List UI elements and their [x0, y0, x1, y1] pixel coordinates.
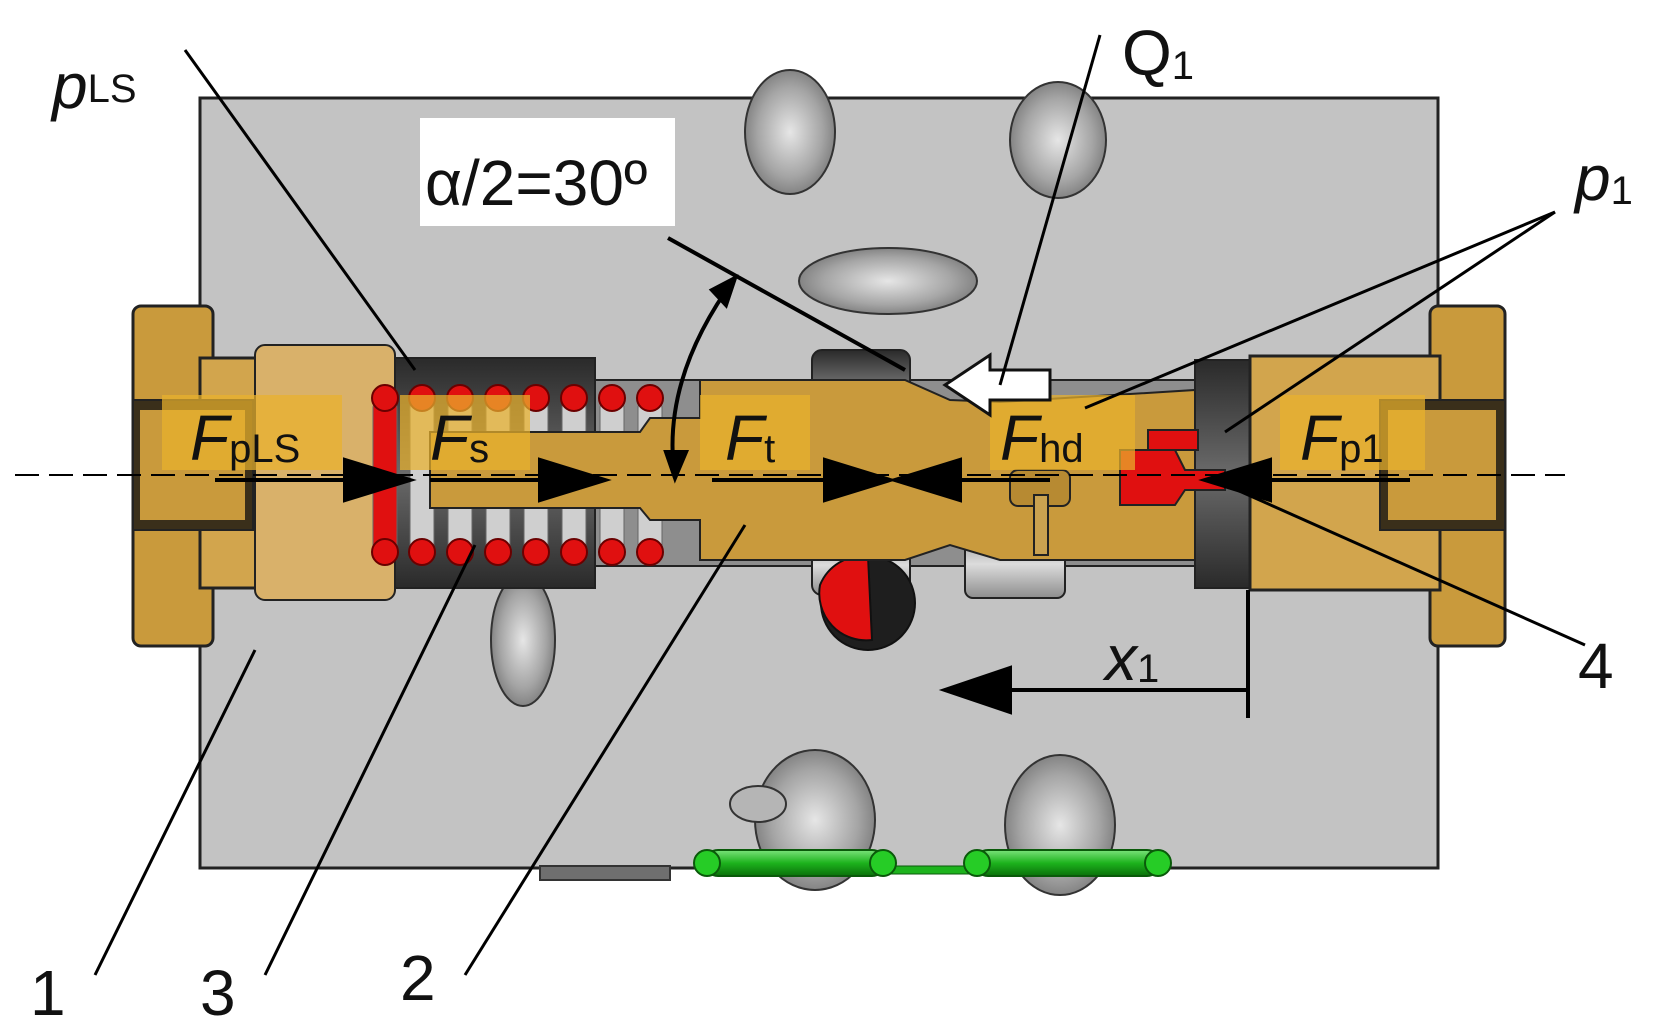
- label-angle: α/2=30º: [425, 147, 647, 219]
- arrowhead-f-t: [823, 457, 897, 503]
- leader-p1-a: [1084, 210, 1556, 410]
- spring-coil-end: [598, 538, 626, 566]
- spring-coil-end: [636, 538, 664, 566]
- flow-arrow-q1: [942, 352, 1052, 418]
- x1-dimension: [938, 590, 1250, 718]
- label-f-p1: Fp1: [1300, 402, 1384, 474]
- box-f-s: [400, 395, 530, 470]
- right-plug: [1248, 304, 1507, 648]
- spring-coil-end: [484, 538, 512, 566]
- leader-p-ls: [183, 49, 417, 371]
- angle-indicator: [663, 236, 906, 484]
- spring-coil-end: [522, 538, 550, 566]
- spool-pin: [1033, 494, 1049, 556]
- label-f-t: Ft: [725, 402, 775, 474]
- seal-left: [704, 849, 886, 877]
- drill-hole-nub: [729, 785, 787, 823]
- leader-q1: [998, 34, 1102, 386]
- label-p-ls: pLS: [50, 50, 137, 122]
- part-number-2: 2: [400, 942, 436, 1014]
- label-f-s: Fs: [430, 402, 489, 474]
- leader-4: [1209, 476, 1586, 647]
- box-f-pls: [162, 395, 342, 470]
- leader-1: [93, 649, 257, 976]
- label-f-pls: FpLS: [190, 402, 300, 474]
- spring-coil-end: [598, 384, 626, 412]
- bottom-bevel: [539, 865, 671, 881]
- box-f-p1: [1280, 395, 1425, 470]
- leader-3: [263, 544, 477, 976]
- seal-bridge: [884, 865, 976, 875]
- spring-coil-end: [446, 538, 474, 566]
- part-number-4: 4: [1578, 630, 1614, 702]
- drill-hole-lower-left: [490, 573, 556, 707]
- arrowhead-f-s: [538, 457, 612, 503]
- spring-coil-end: [371, 538, 399, 566]
- box-f-t: [700, 395, 810, 470]
- text-labels: pLS Q1 p1 α/2=30º FpLS Fs Ft Fhd Fp1 x1 …: [30, 17, 1633, 1029]
- spring-coil-end: [371, 384, 399, 412]
- seal-right: [974, 849, 1161, 877]
- seals: [693, 849, 1172, 877]
- check-ball: [818, 554, 916, 651]
- force-boxes: [162, 395, 1425, 470]
- label-f-hd: Fhd: [1000, 402, 1084, 474]
- box-f-hd: [990, 395, 1135, 470]
- arrowhead-f-hd: [888, 457, 962, 503]
- label-x1: x1: [1102, 622, 1159, 694]
- label-q1: Q1: [1122, 17, 1194, 89]
- spring-coil-end: [560, 384, 588, 412]
- part-number-1: 1: [30, 957, 66, 1029]
- part-number-3: 3: [200, 957, 236, 1029]
- drill-hole-oval: [798, 247, 978, 315]
- spring-coil-end: [560, 538, 588, 566]
- drill-hole-top-left: [744, 69, 836, 195]
- label-p1: p1: [1573, 142, 1633, 214]
- leader-p1-b: [1224, 210, 1556, 434]
- arrowhead-f-pls: [343, 457, 417, 503]
- angle-label-background: [420, 118, 675, 226]
- spring-coil-end: [408, 538, 436, 566]
- leader-lines: [93, 34, 1586, 976]
- spring-coil-end: [636, 384, 664, 412]
- orifice-insert: [1119, 429, 1226, 506]
- leader-2: [463, 524, 747, 976]
- drill-hole-top-right: [1009, 81, 1107, 199]
